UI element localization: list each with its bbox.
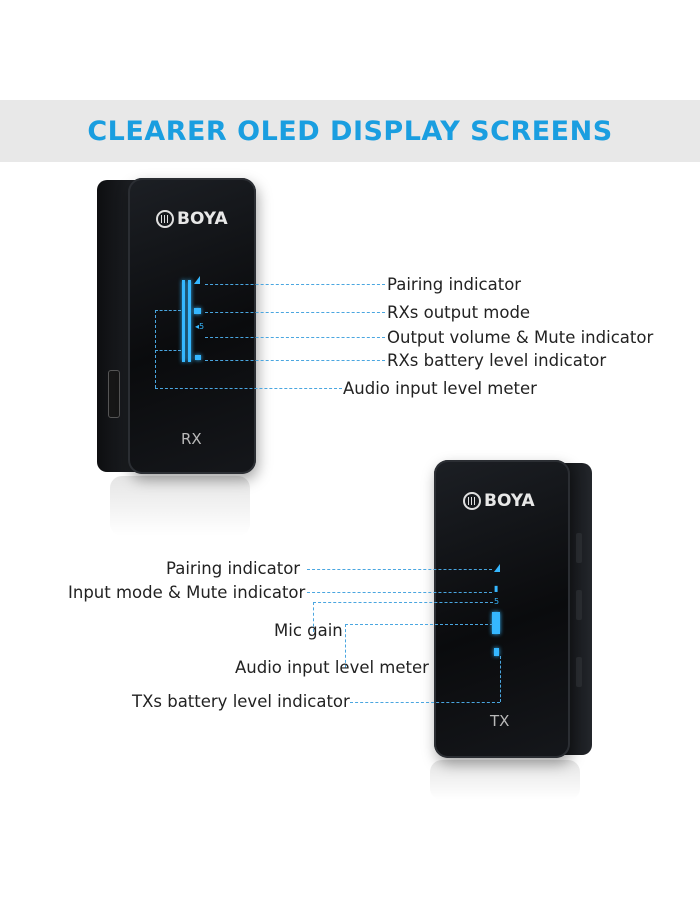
- tx-callout-line-3-top: [313, 602, 493, 603]
- tx-callout-line-4-drop: [345, 624, 346, 668]
- tx-callout-line-4-top: [345, 624, 493, 625]
- rx-callout-line-4: [205, 360, 385, 361]
- tx-callout-line-5-up: [500, 656, 501, 702]
- rx-meter-bracket-top: [155, 310, 181, 311]
- tx-front-panel: [434, 460, 570, 758]
- rx-callout-line-3: [205, 337, 385, 338]
- tx-callout-pairing: Pairing indicator: [166, 559, 301, 578]
- tx-callout-battery: TXs battery level indicator: [132, 692, 350, 711]
- rx-pairing-icon: [194, 276, 200, 284]
- tx-side-button-1: [576, 533, 582, 563]
- rx-label: RX: [181, 430, 202, 448]
- tx-level-meter: [492, 612, 500, 634]
- usb-port-icon: [108, 370, 120, 418]
- rx-callout-pairing: Pairing indicator: [387, 275, 522, 294]
- tx-pairing-icon: [494, 564, 500, 572]
- rx-front-panel: [128, 178, 256, 474]
- rx-output-mode-icon: [194, 308, 201, 314]
- tx-brand-logo: BOYA: [463, 491, 535, 511]
- tx-input-mode-icon: ▮: [494, 584, 499, 593]
- rx-callout-line-2: [205, 312, 385, 313]
- rx-callout-output-mode: RXs output mode: [387, 303, 531, 322]
- banner-title: CLEARER OLED DISPLAY SCREENS: [87, 116, 613, 147]
- tx-callout-mic-gain: Mic gain: [274, 621, 343, 640]
- rx-brand-logo: BOYA: [156, 209, 228, 229]
- rx-level-meter-b: [188, 280, 191, 362]
- rx-level-meter-a: [182, 280, 185, 362]
- boya-logo-icon: [156, 210, 174, 228]
- rx-battery-icon: [195, 355, 201, 360]
- tx-callout-line-2: [307, 592, 492, 593]
- rx-callout-level-meter: Audio input level meter: [343, 379, 537, 398]
- title-banner: CLEARER OLED DISPLAY SCREENS: [0, 100, 700, 162]
- tx-label: TX: [490, 712, 510, 730]
- tx-callout-level-meter: Audio input level meter: [235, 658, 429, 677]
- tx-callout-input-mode: Input mode & Mute indicator: [68, 583, 306, 602]
- tx-brand-text: BOYA: [484, 491, 535, 511]
- tx-callout-line-5: [350, 702, 500, 703]
- tx-side-button-2: [576, 590, 582, 620]
- rx-callout-line-1: [205, 284, 385, 285]
- boya-logo-icon: [463, 492, 481, 510]
- tx-battery-icon: [494, 648, 499, 656]
- rx-meter-bracket-mid: [155, 350, 181, 351]
- tx-reflection: [430, 760, 580, 800]
- rx-meter-bracket-left: [155, 310, 156, 388]
- tx-mic-gain-value: 5: [494, 597, 500, 606]
- rx-reflection: [110, 476, 250, 536]
- tx-side-button-3: [576, 657, 582, 687]
- rx-callout-volume: Output volume & Mute indicator: [387, 328, 654, 347]
- rx-volume-indicator-icon: ◂5: [195, 322, 205, 331]
- tx-callout-line-3-drop: [313, 602, 314, 632]
- rx-callout-battery: RXs battery level indicator: [387, 351, 607, 370]
- rx-callout-line-5: [155, 388, 342, 389]
- tx-callout-line-1: [307, 569, 492, 570]
- rx-brand-text: BOYA: [177, 209, 228, 229]
